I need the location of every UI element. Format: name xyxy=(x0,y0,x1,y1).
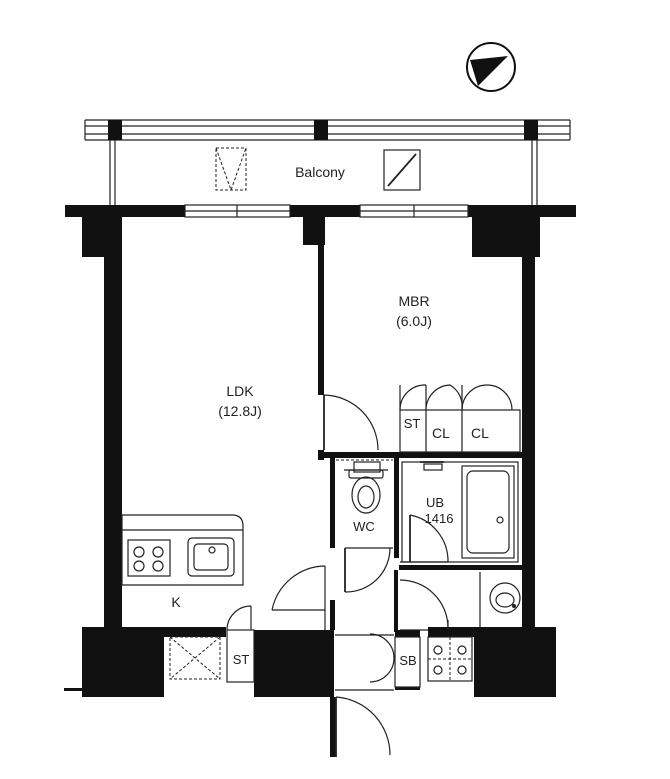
balcony-hatch xyxy=(215,147,247,192)
mbr-size-label: (6.0J) xyxy=(396,313,432,329)
kitchen-counter xyxy=(121,514,244,586)
balcony-railing xyxy=(84,119,571,205)
ub-size-label: 1416 xyxy=(425,511,454,526)
lower-st-closet xyxy=(226,605,255,683)
unit-bath xyxy=(401,461,519,563)
floor-hatch xyxy=(169,636,221,680)
wc-label: WC xyxy=(353,519,375,534)
washroom xyxy=(399,572,481,631)
mbr-closets xyxy=(399,384,521,453)
washing-machine-icon xyxy=(427,636,473,682)
ldk-door xyxy=(271,565,326,630)
stove-icon xyxy=(127,539,171,577)
cl-left-label: CL xyxy=(432,425,450,441)
st-upper-label: ST xyxy=(404,416,421,431)
balcony-label: Balcony xyxy=(295,164,345,180)
ub-label: UB xyxy=(426,495,444,510)
bathtub-icon xyxy=(461,465,515,559)
mbr-label: MBR xyxy=(398,293,429,309)
cl-right-label: CL xyxy=(471,425,489,441)
ldk-label: LDK xyxy=(226,383,254,399)
entrance xyxy=(330,634,394,757)
k-label: K xyxy=(171,594,181,610)
washbasin-icon xyxy=(489,582,521,614)
sb-label: SB xyxy=(399,653,416,668)
interior-walls xyxy=(318,245,524,632)
toilet-icon xyxy=(348,469,384,514)
sink-icon xyxy=(187,537,235,577)
wc-door xyxy=(344,547,393,593)
north-arrow-icon xyxy=(466,42,516,92)
ldk-size-label: (12.8J) xyxy=(218,403,262,419)
balcony-storage xyxy=(383,149,421,191)
st-lower-label: ST xyxy=(233,652,250,667)
shoe-box xyxy=(369,633,421,688)
ub-door xyxy=(400,514,449,563)
mbr-door xyxy=(323,394,379,451)
